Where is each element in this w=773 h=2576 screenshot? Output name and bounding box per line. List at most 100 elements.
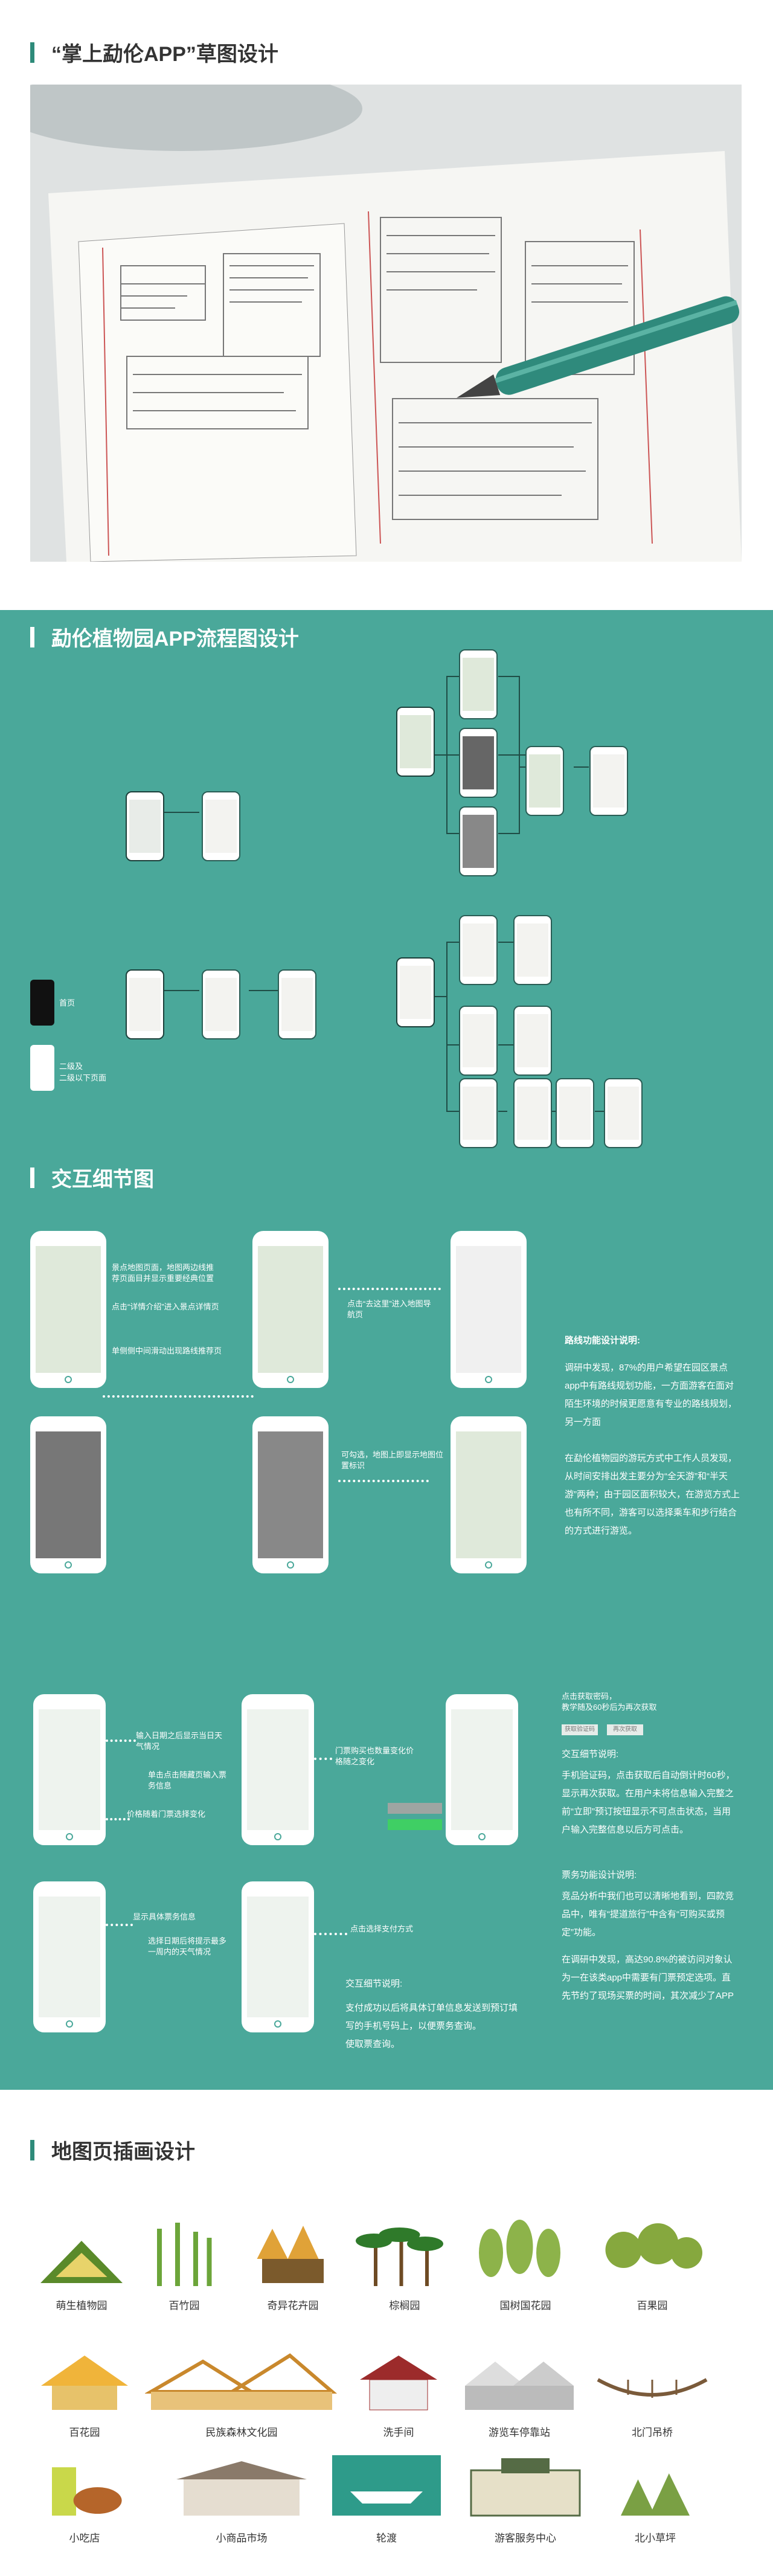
note-date-weather: 输入日期之后显示当日天气情况 xyxy=(136,1731,223,1751)
note-ticket-input: 单击点击随藏页输入票务信息 xyxy=(148,1770,227,1790)
phone-checklist xyxy=(451,1416,527,1573)
illustration-label: 轮渡 xyxy=(376,2533,397,2544)
flow-phone-4 xyxy=(202,969,240,1039)
section-title-illustration: 地图页插画设计 xyxy=(30,2135,195,2165)
illustration-label: 游客服务中心 xyxy=(495,2533,556,2544)
note-price-change: 价格随着门票选择变化 xyxy=(127,1810,206,1819)
title-bar xyxy=(30,2139,34,2160)
dotted-connector xyxy=(106,1739,136,1742)
section-title-text: 勐伦植物园APP流程图设计 xyxy=(51,628,299,650)
flow-phone-16 xyxy=(513,1006,552,1076)
illustration-icon xyxy=(470,2458,581,2517)
green-button[interactable] xyxy=(388,1819,442,1830)
flow-phone-18 xyxy=(513,1078,552,1148)
note-detail-intro: 点击“详情介绍”进入景点详情页 xyxy=(112,1302,219,1311)
dotted-connector xyxy=(338,1288,441,1290)
illustration-icon xyxy=(40,2241,123,2283)
flow-phone-9 xyxy=(459,806,498,876)
flow-phone-5 xyxy=(278,969,316,1039)
section-title-text: “掌上勐伦APP”草图设计 xyxy=(51,43,278,66)
flow-phone-19 xyxy=(556,1078,594,1148)
ticket-para-2: 在调研中发现，高达90.8%的被访问对象认为一在该类app中需要有门票预定选项。… xyxy=(562,1954,734,2001)
dotted-connector xyxy=(338,1480,429,1482)
illustration-icon xyxy=(465,2362,574,2410)
illustration-label: 民族森林文化园 xyxy=(205,2427,278,2438)
flow-phone-11 xyxy=(589,746,628,816)
illustration-icon xyxy=(597,2378,708,2398)
illustration-icon xyxy=(176,2461,307,2516)
section-title-text: 地图页插画设计 xyxy=(51,2141,195,2163)
dotted-connector xyxy=(106,1818,130,1820)
illustration-icon xyxy=(605,2223,702,2269)
pay-title: 交互细节说明: xyxy=(345,1979,403,1989)
phone-ticket-weather xyxy=(33,1881,106,2032)
illustration-label: 北门吊桥 xyxy=(632,2427,673,2438)
illustration-item: 洗手间 xyxy=(350,2343,447,2439)
note-go-here: 点击“去这里”进入地图导航页 xyxy=(347,1299,431,1319)
legend-home-label: 首页 xyxy=(59,998,75,1007)
flow-home-phone-1 xyxy=(126,791,164,861)
illustration-item: 民族森林文化园 xyxy=(144,2343,338,2439)
note-ticket-count: 门票购买也数量变化价格随之变化 xyxy=(335,1746,414,1766)
illustration-item: 北小草坪 xyxy=(598,2449,713,2545)
grey-button[interactable] xyxy=(388,1803,442,1814)
illustration-icon xyxy=(52,2467,122,2516)
note-checkbox: 可勾选，地图上即显示地图位置标识 xyxy=(341,1450,444,1470)
phone-ticket-date xyxy=(33,1694,106,1845)
illustration-icon xyxy=(144,2353,338,2410)
illustration-item: 百竹园 xyxy=(139,2217,229,2312)
illustration-item: 百果园 xyxy=(595,2217,710,2312)
illustration-label: 小吃店 xyxy=(69,2533,100,2544)
dotted-connector xyxy=(314,1933,347,1935)
illustration-item: 轮渡 xyxy=(326,2449,447,2545)
illustration-label: 百花园 xyxy=(69,2427,100,2438)
flow-phone-17 xyxy=(459,1078,498,1148)
illustration-label: 游览车停靠站 xyxy=(489,2427,550,2438)
detail-para: 手机验证码，点击获取后自动倒计时60秒，显示再次获取。在用户未将信息输入完整之前… xyxy=(562,1770,735,1835)
mini-code-field-right: 再次获取 xyxy=(607,1724,643,1735)
dotted-connector xyxy=(103,1395,254,1398)
illustration-item: 棕榈园 xyxy=(353,2217,456,2312)
ticket-para-1: 竞品分析中我们也可以清晰地看到，四款竞品中，唯有“提道旅行”中含有“可购买或预定… xyxy=(562,1891,734,1938)
illustration-icon xyxy=(157,2223,212,2286)
illustration-label: 百竹园 xyxy=(168,2300,200,2311)
flow-phone-7 xyxy=(459,649,498,719)
flow-phone-8 xyxy=(459,728,498,798)
route-para-2: 在勐伦植物园的游玩方式中工作人员发现，从时间安排出发主要分为“全天游”和“半天游… xyxy=(565,1453,740,1536)
illustration-item: 小商品市场 xyxy=(169,2449,314,2545)
phone-map-detail xyxy=(252,1231,329,1388)
phone-map-page xyxy=(30,1231,106,1388)
note-get-code: 点击获取密码， 教学随及60秒后为再次获取 xyxy=(562,1692,657,1712)
illustration-item: 国树国花园 xyxy=(468,2217,583,2312)
sketch-paper-illustration xyxy=(30,85,742,562)
flow-phone-20 xyxy=(604,1078,643,1148)
phone-ticket-info xyxy=(242,1694,314,1845)
teal-section-flow: 勐伦植物园APP流程图设计 xyxy=(0,610,773,2090)
illustration-item: 游客服务中心 xyxy=(465,2449,586,2545)
phone-route-list xyxy=(30,1416,106,1573)
illustration-icon xyxy=(356,2228,443,2286)
illustration-icon xyxy=(41,2356,128,2410)
illustration-icon xyxy=(360,2356,437,2411)
dotted-connector xyxy=(314,1758,332,1760)
illustration-item: 游览车停靠站 xyxy=(459,2343,580,2439)
flowchart-lines xyxy=(164,676,604,1112)
illustration-icon xyxy=(257,2226,324,2283)
illustration-label: 萌生植物园 xyxy=(56,2300,107,2311)
note-map-page: 景点地图页面，地图两边线推荐页面目并显示重要经典位置 xyxy=(112,1263,214,1283)
illustration-label: 洗手间 xyxy=(383,2427,414,2438)
section-title-sketch: “掌上勐伦APP”草图设计 xyxy=(30,37,278,67)
section-title-flow: 勐伦植物园APP流程图设计 xyxy=(30,622,299,652)
route-para-1: 调研中发现，87%的用户希望在园区景点app中有路线规划功能，一方面游客在面对陌… xyxy=(565,1363,737,1427)
legend-second-label: 二级及 二级以下页面 xyxy=(59,1062,107,1082)
flow-phone-14 xyxy=(513,915,552,985)
illustration-icon xyxy=(332,2455,441,2516)
illustration-label: 小商品市场 xyxy=(216,2533,268,2544)
title-bar xyxy=(30,1167,34,1188)
flow-home-phone-3 xyxy=(126,969,164,1039)
ticket-title: 票务功能设计说明: xyxy=(562,1870,637,1880)
illustration-item: 萌生植物园 xyxy=(30,2217,133,2312)
title-bar xyxy=(30,626,34,647)
illustration-item: 百花园 xyxy=(30,2343,139,2439)
mini-code-field-left: 获取验证码 xyxy=(562,1724,598,1735)
